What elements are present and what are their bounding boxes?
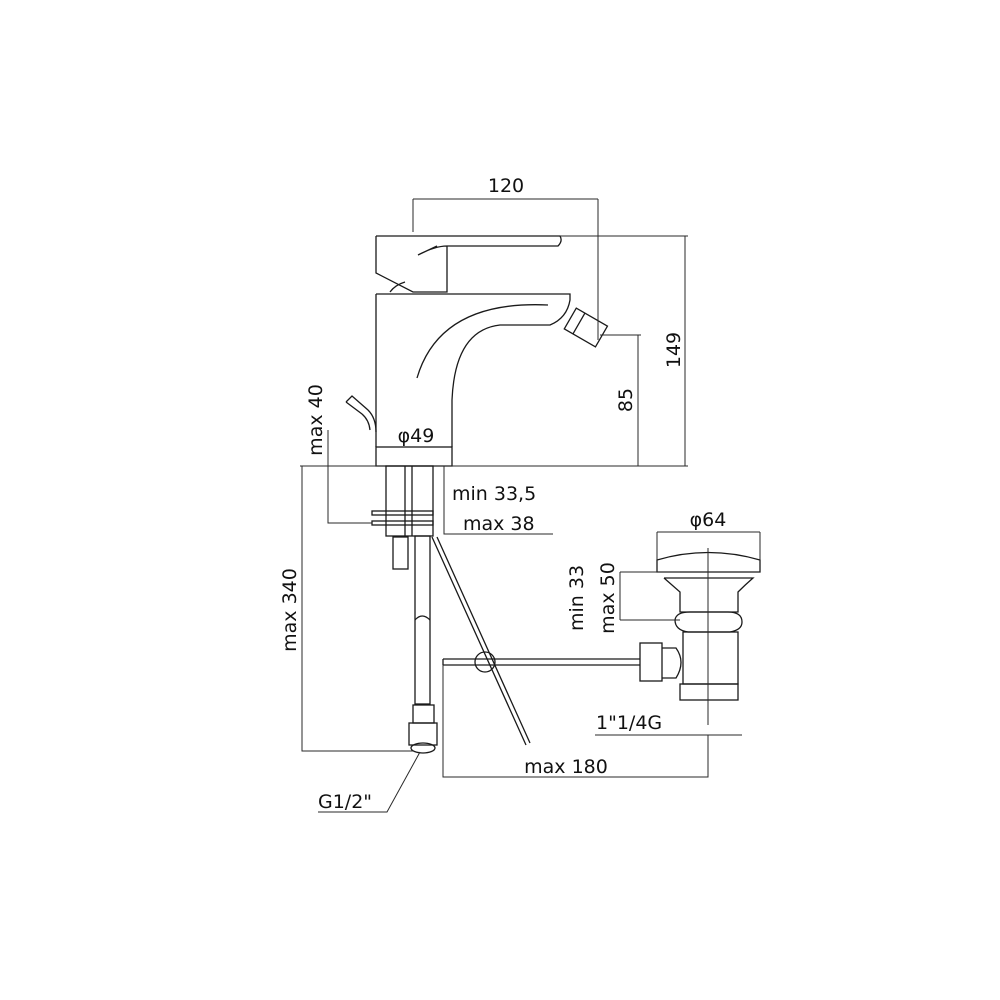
drain-flange: [674, 611, 743, 633]
popup-lever: [345, 395, 377, 433]
flexible-hose: [414, 535, 431, 705]
shank: [385, 465, 434, 537]
dim-max-340: max 340: [279, 568, 301, 652]
rod-joint: [474, 651, 496, 673]
fixing-nut: [392, 536, 409, 570]
dim-max-50: max 50: [597, 562, 619, 634]
washer: [371, 510, 434, 516]
drain-cap: [656, 551, 761, 573]
dim-height-149: 149: [663, 332, 685, 368]
drain-rod: [442, 658, 640, 666]
dim-spout-85: 85: [615, 388, 637, 412]
dim-max-180: max 180: [524, 756, 608, 778]
spout-nozzle: [563, 307, 609, 348]
washer: [371, 520, 434, 526]
dim-base-49: φ49: [398, 425, 435, 447]
hose-connector: [412, 704, 435, 724]
dim-min-33-5: min 33,5: [452, 483, 536, 505]
dim-g-1-2: G1/2": [318, 791, 372, 813]
pull-rod: [431, 536, 531, 746]
drain-nut: [639, 642, 663, 682]
dimension-lines: [301, 198, 761, 813]
dim-1-1-4g: 1"1/4G: [596, 712, 662, 734]
spout-outer-curve: [416, 304, 549, 379]
bidet-mixer: [300, 235, 640, 754]
base-collar: [375, 446, 453, 467]
mixer-body: [375, 293, 571, 447]
dim-max-40: max 40: [305, 384, 327, 456]
dim-max-38: max 38: [463, 513, 535, 535]
popup-waste: [639, 548, 761, 725]
mixer-handle: [375, 235, 562, 293]
drain-body: [682, 631, 739, 685]
dim-drain-64: φ64: [690, 509, 727, 531]
dim-min-33: min 33: [566, 565, 588, 631]
dim-width-120: 120: [488, 175, 524, 197]
